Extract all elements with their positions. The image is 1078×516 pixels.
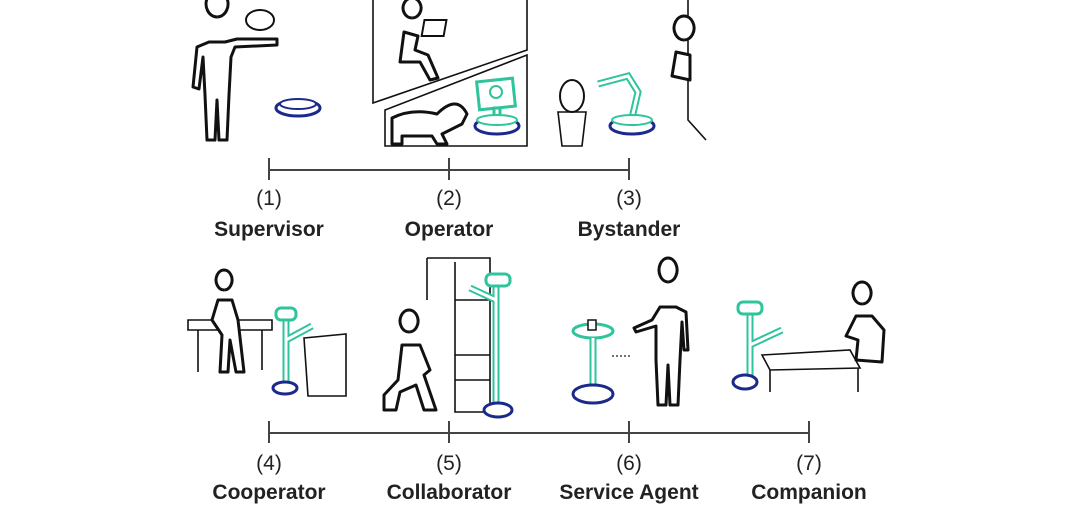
role-number: (6) (616, 452, 642, 475)
cooperator-illustration (187, 268, 347, 397)
top-timeline (268, 158, 630, 180)
bystander-illustration (557, 0, 707, 147)
supervisor-illustration (191, 0, 322, 142)
role-label-companion: Companion (751, 481, 867, 504)
service-agent-illustration (571, 256, 690, 407)
operator-illustration (372, 0, 528, 147)
role-label-supervisor: Supervisor (214, 218, 324, 241)
collaborator-illustration (382, 257, 514, 419)
speech-bubble-icon (245, 9, 275, 31)
role-label-service-agent: Service Agent (559, 481, 698, 504)
role-label-cooperator: Cooperator (212, 481, 325, 504)
role-label-collaborator: Collaborator (387, 481, 512, 504)
role-number: (3) (616, 187, 642, 210)
role-number: (2) (436, 187, 462, 210)
cup-icon (587, 319, 597, 331)
role-number: (7) (796, 452, 822, 475)
companion-illustration (731, 280, 886, 392)
role-number: (4) (256, 452, 282, 475)
role-number: (1) (256, 187, 282, 210)
role-number: (5) (436, 452, 462, 475)
role-label-bystander: Bystander (578, 218, 681, 241)
role-label-operator: Operator (405, 218, 494, 241)
bottom-timeline (268, 421, 810, 443)
